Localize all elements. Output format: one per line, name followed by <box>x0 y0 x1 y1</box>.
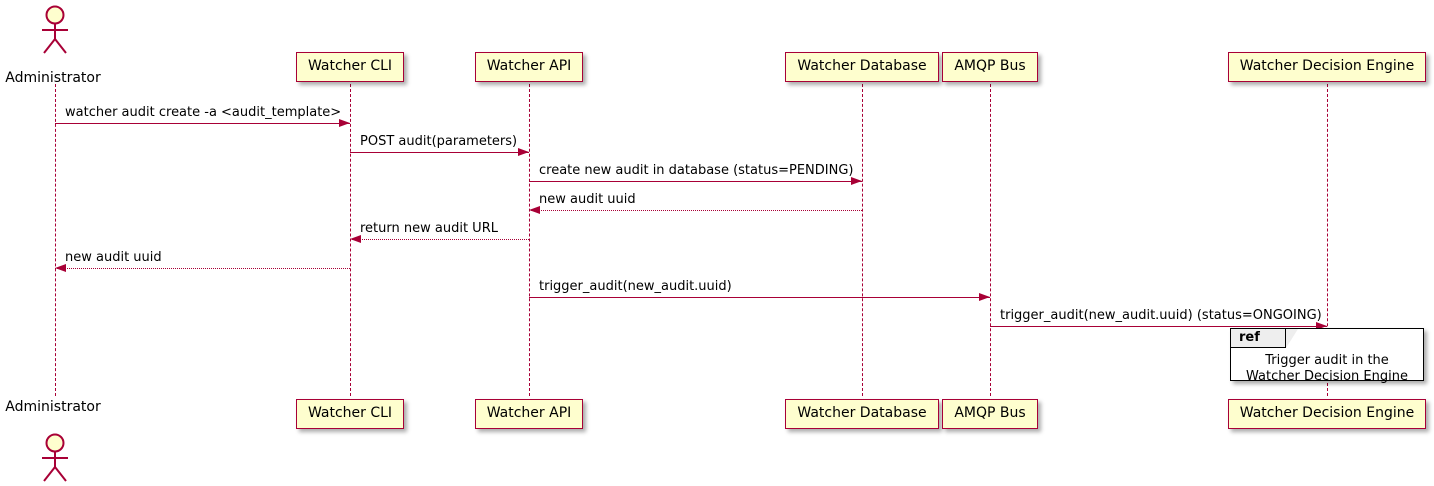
participant-box-watcher-api[interactable]: Watcher API <box>474 399 584 429</box>
message-arrowhead-m3 <box>851 177 862 185</box>
lifeline-watcher-decision-engine <box>1327 84 1328 396</box>
actor-figure-administrator <box>42 433 68 482</box>
message-line-m1 <box>55 123 350 124</box>
message-line-m7 <box>529 297 990 298</box>
message-label-m6: new audit uuid <box>65 250 162 265</box>
participant-box-watcher-api[interactable]: Watcher API <box>474 52 584 82</box>
message-line-m5 <box>350 239 529 240</box>
message-arrowhead-m2 <box>518 148 529 156</box>
participant-box-watcher-decision-engine[interactable]: Watcher Decision Engine <box>1227 52 1427 82</box>
actor-figure-administrator <box>42 5 68 54</box>
message-label-m5: return new audit URL <box>360 221 498 236</box>
ref-fragment-tab-corner <box>1285 329 1298 348</box>
actor-label-administrator: Administrator <box>5 70 101 86</box>
message-label-m4: new audit uuid <box>539 192 636 207</box>
ref-fragment-tab-label: ref <box>1231 329 1286 348</box>
lifeline-watcher-api <box>529 84 530 396</box>
message-arrowhead-m6 <box>55 264 66 272</box>
message-arrowhead-m7 <box>979 293 990 301</box>
participant-box-watcher-cli[interactable]: Watcher CLI <box>295 52 405 82</box>
participant-box-watcher-database[interactable]: Watcher Database <box>785 399 939 429</box>
message-line-m3 <box>529 181 862 182</box>
message-arrowhead-m5 <box>350 235 361 243</box>
message-line-m4 <box>529 210 862 211</box>
actor-label-administrator: Administrator <box>5 399 101 415</box>
message-line-m2 <box>350 152 529 153</box>
message-label-m8: trigger_audit(new_audit.uuid) (status=ON… <box>1000 308 1322 323</box>
message-arrowhead-m8 <box>1316 322 1327 330</box>
participant-box-watcher-database[interactable]: Watcher Database <box>785 52 939 82</box>
lifeline-watcher-database <box>862 84 863 396</box>
message-arrowhead-m1 <box>339 119 350 127</box>
ref-fragment-line: Trigger audit in the <box>1265 353 1389 368</box>
message-arrowhead-m4 <box>529 206 540 214</box>
message-line-m8 <box>990 326 1327 327</box>
participant-box-watcher-decision-engine[interactable]: Watcher Decision Engine <box>1227 399 1427 429</box>
participant-box-watcher-cli[interactable]: Watcher CLI <box>295 399 405 429</box>
message-label-m1: watcher audit create -a <audit_template> <box>65 105 342 120</box>
message-label-m3: create new audit in database (status=PEN… <box>539 163 854 178</box>
lifeline-administrator <box>55 84 56 396</box>
participant-box-amqp-bus[interactable]: AMQP Bus <box>942 399 1038 429</box>
lifeline-amqp-bus <box>990 84 991 396</box>
ref-fragment-line: Watcher Decision Engine <box>1246 369 1408 384</box>
message-label-m7: trigger_audit(new_audit.uuid) <box>539 279 732 294</box>
message-line-m6 <box>55 268 350 269</box>
participant-box-amqp-bus[interactable]: AMQP Bus <box>942 52 1038 82</box>
message-label-m2: POST audit(parameters) <box>360 134 518 149</box>
